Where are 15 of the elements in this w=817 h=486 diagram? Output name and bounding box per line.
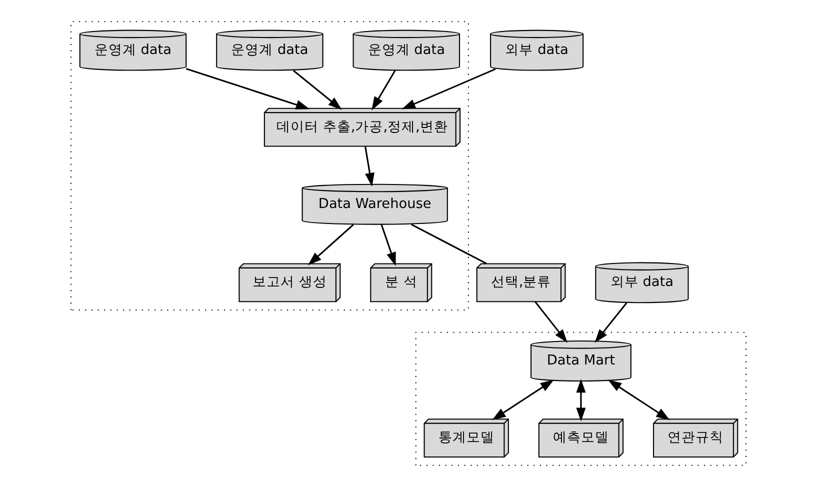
- connector: [411, 223, 487, 264]
- arrow: [308, 224, 354, 265]
- arrow: [608, 379, 670, 420]
- cluster: [415, 331, 747, 466]
- arrow: [372, 70, 396, 110]
- arrow: [364, 146, 374, 186]
- arrow: [594, 302, 628, 342]
- arrow: [492, 379, 554, 420]
- arrow: [402, 68, 496, 109]
- cluster: [70, 20, 469, 310]
- arrow: [576, 378, 586, 421]
- arrow: [380, 224, 396, 266]
- arrow: [534, 300, 568, 342]
- arrow: [293, 70, 342, 110]
- arrow: [186, 67, 310, 109]
